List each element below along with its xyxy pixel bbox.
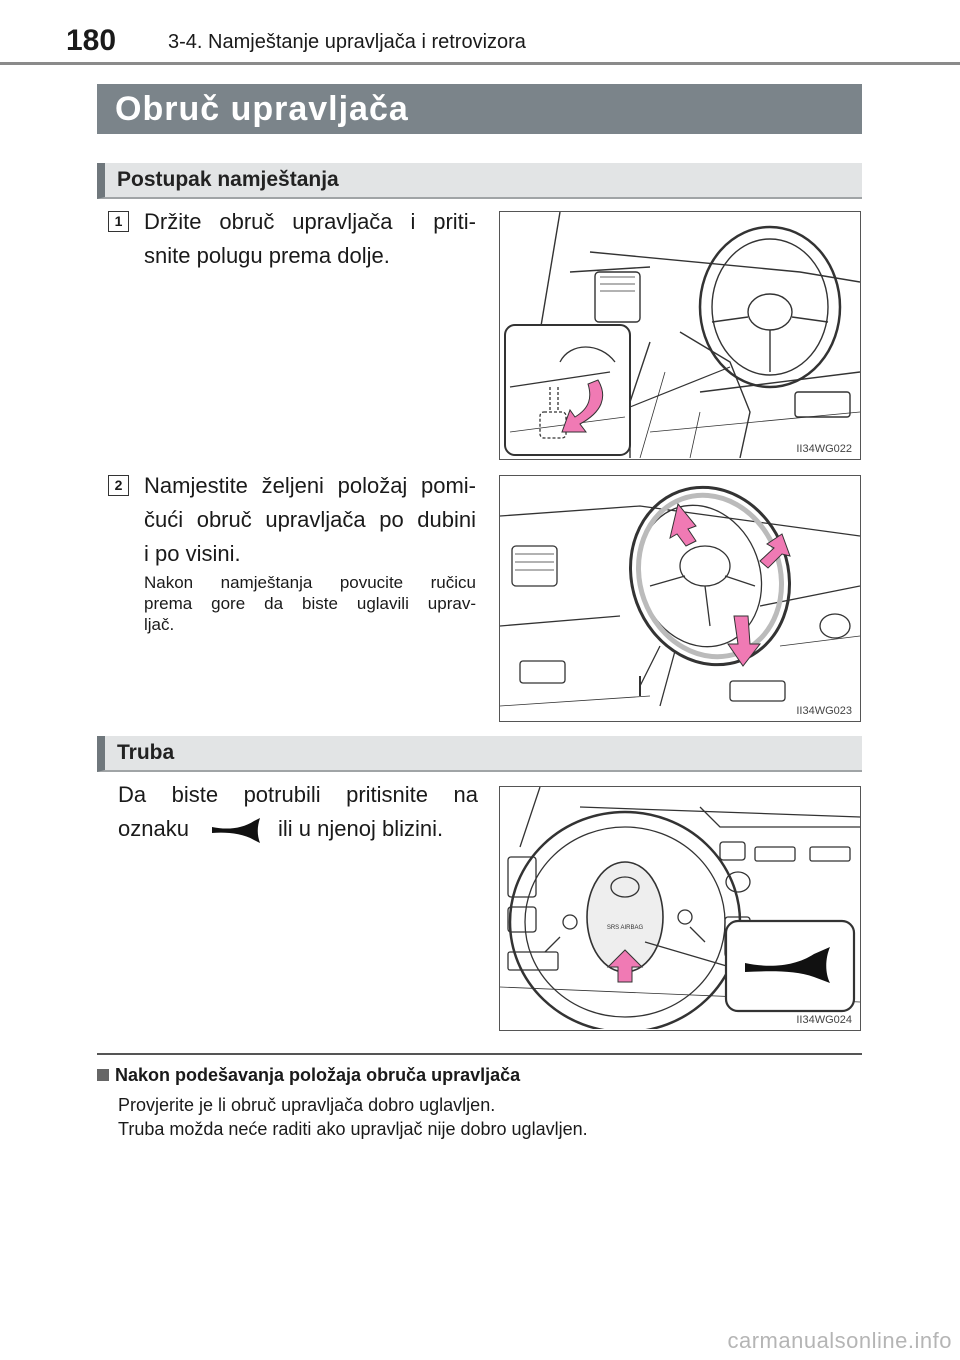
note-heading: Nakon podešavanja položaja obruča upravl… [97,1065,520,1086]
step-2-note-line-3: ljač. [144,615,175,634]
steering-adjust-illustration [500,485,860,707]
step-2-note-line-1: Nakon namještanja povucite ručicu [144,573,476,592]
figure-code: II34WG022 [796,443,852,455]
step-1-line-2: snite polugu prema dolje. [144,243,390,268]
page-number: 180 [66,24,117,57]
note-line-2: Truba možda neće raditi ako upravljač ni… [118,1119,588,1139]
figure-step-2: II34WG023 [499,475,861,722]
steering-lever-illustration [504,212,860,458]
step-2-line-3: i po visini. [144,541,241,566]
step-1-number: 1 [108,211,129,232]
step-2-number: 2 [108,475,129,496]
horn-line-2-end: ili u njenoj blizini. [278,816,444,841]
section-title: 3-4. Namještanje upravljača i retrovizor… [168,31,526,53]
step-2-line-2: čući obruč upravljača po dubini [144,507,476,532]
figure-code: II34WG023 [796,705,852,717]
subheading-horn: Truba [97,736,862,772]
watermark: carmanualsonline.info [727,1328,952,1353]
horn-line-2-start: oznaku [118,816,189,841]
step-1-line-1: Držite obruč upravljača i priti- [144,209,476,234]
note-line-1: Provjerite je li obruč upravljača dobro … [118,1095,496,1115]
note-divider [97,1053,862,1055]
square-bullet-icon [97,1069,109,1081]
horn-icon [210,815,262,850]
figure-horn: SRS AIRBAG II34WG024 [499,786,861,1031]
subheading-adjust: Postupak namještanja [97,163,862,199]
figure-code: II34WG024 [796,1014,852,1026]
step-2-line-1: Namjestite željeni položaj pomi- [144,473,476,498]
figure-step-1: II34WG022 [499,211,861,460]
horn-line-1: Da biste potrubili pritisnite na [118,782,478,807]
step-2-note-line-2: prema gore da biste uglavili uprav- [144,594,476,613]
airbag-label: SRS AIRBAG [607,925,644,931]
header-divider [0,62,960,65]
horn-illustration: SRS AIRBAG [500,787,860,1029]
page-title: Obruč upravljača [97,84,862,134]
note-heading-text: Nakon podešavanja položaja obruča upravl… [115,1065,521,1085]
